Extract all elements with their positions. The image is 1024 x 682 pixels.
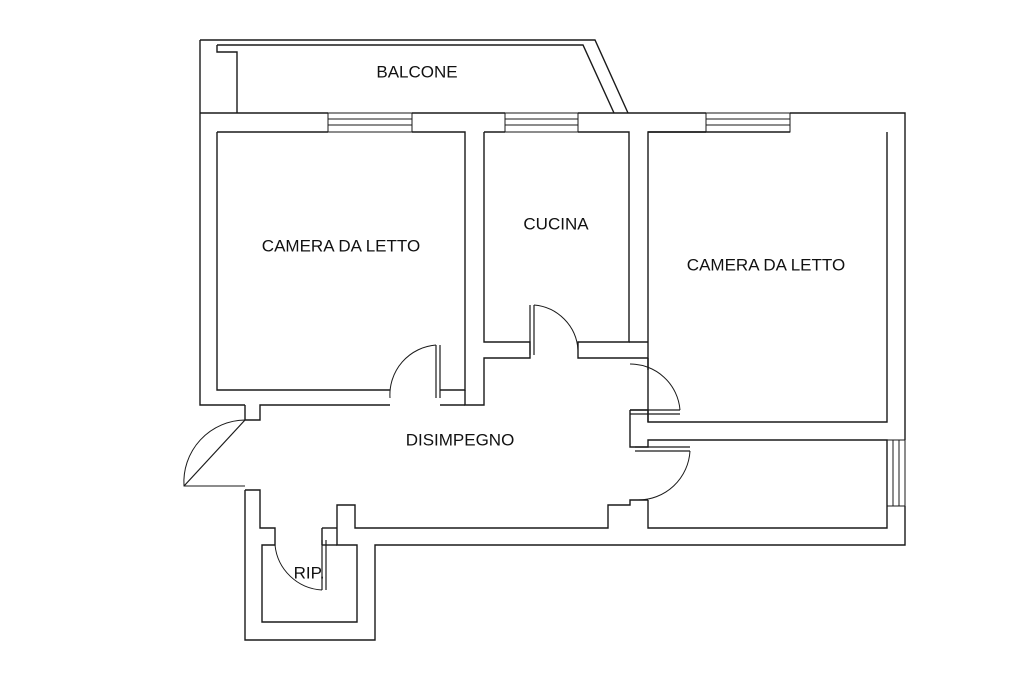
balcony-area: [199, 39, 629, 114]
window-east-room: [886, 439, 906, 507]
window-bedroom-right: [705, 112, 791, 133]
label-kitchen: CUCINA: [523, 214, 589, 233]
kitchen-walls: [440, 131, 648, 406]
label-bedroom-right: CAMERA DA LETTO: [687, 255, 845, 274]
window-kitchen: [504, 112, 579, 133]
outer-walls: [199, 112, 906, 641]
window-bedroom-left: [327, 112, 413, 133]
door-east-room: [635, 446, 691, 501]
label-balcony: BALCONE: [376, 62, 457, 81]
label-bedroom-left: CAMERA DA LETTO: [262, 236, 420, 255]
label-storage: RIP.: [294, 563, 325, 582]
label-hallway: DISIMPEGNO: [406, 430, 515, 449]
storage-walls: [245, 489, 358, 623]
door-storage: [274, 540, 327, 591]
door-kitchen: [529, 304, 579, 355]
door-bedroom-left: [389, 344, 441, 399]
door-entrance: [183, 419, 246, 487]
door-bedroom-right: [629, 363, 681, 415]
